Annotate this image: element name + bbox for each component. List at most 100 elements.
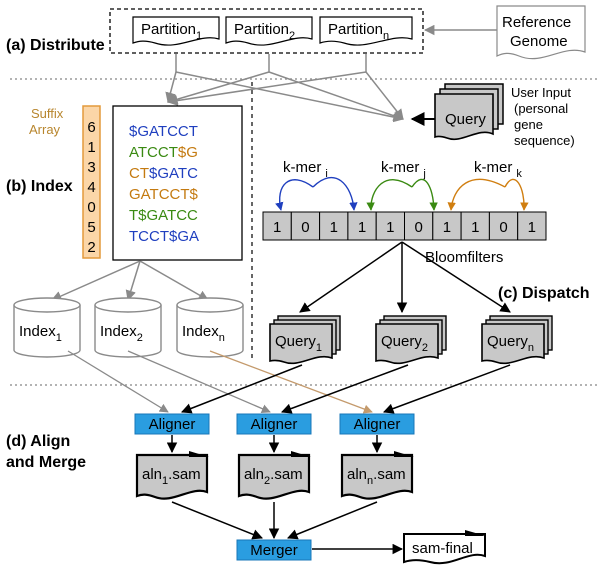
bloom-bit-cell [347, 211, 377, 241]
svg-text:sequence): sequence) [514, 133, 575, 148]
suffix-array-label-1: Suffix [31, 106, 64, 121]
index-cylinder: Indexn [176, 297, 244, 358]
stage-distribute-label: (a) Distribute [6, 37, 105, 54]
reference-genome: Reference Genome [496, 5, 586, 60]
svg-text:(personal: (personal [514, 101, 568, 116]
partition-2: Partition2 [225, 16, 313, 46]
bloom-bit-value: 1 [330, 219, 338, 236]
bloom-bit-value: 1 [273, 219, 281, 236]
bloom-bit-value: 1 [471, 219, 479, 236]
suffix-array-box [82, 105, 101, 259]
svg-text:Aligner: Aligner [354, 416, 401, 433]
partition-group-box [109, 8, 424, 54]
svg-text:aln1.sam: aln1.sam [142, 466, 201, 487]
svg-text:Queryn: Queryn [487, 333, 534, 354]
stage-merge-label: and Merge [6, 454, 86, 471]
alignment-file: alnn.sam [340, 451, 414, 500]
user-input-label: User Input (personal gene sequence) [511, 85, 575, 148]
bloom-bit-cell [375, 211, 406, 241]
bloom-filter-label: Bloomfilters [425, 249, 503, 266]
bloom-bit-value: 0 [301, 219, 309, 236]
svg-text:Partition1: Partition1 [141, 21, 202, 42]
suffix-row: $GATCCT [129, 123, 198, 140]
svg-text:aln2.sam: aln2.sam [244, 466, 303, 487]
alignment-file: aln2.sam [237, 451, 311, 500]
svg-text:Merger: Merger [250, 542, 298, 559]
svg-text:alnn.sam: alnn.sam [347, 466, 406, 487]
suffix-array-values: 6 1 3 4 0 5 2 [87, 119, 95, 256]
query-stack: Query [434, 83, 504, 141]
partition-1: Partition1 [132, 16, 220, 46]
svg-text:User Input: User Input [511, 85, 571, 100]
suffix-array-label-2: Array [29, 122, 61, 137]
bloom-bit-value: 1 [528, 219, 536, 236]
suffix-table-box [112, 105, 243, 261]
svg-text:Query: Query [445, 111, 486, 128]
suffix-row: T$GATCC [129, 207, 198, 224]
dispatch-arrows [299, 241, 511, 314]
svg-text:Aligner: Aligner [149, 416, 196, 433]
svg-text:Query2: Query2 [381, 333, 428, 354]
suffix-row: ATCCT$G [129, 144, 198, 161]
bloom-bit-value: 1 [386, 219, 394, 236]
svg-text:Genome: Genome [510, 33, 568, 50]
sam-final-file: sam-final [403, 530, 486, 565]
section-separators [10, 78, 597, 386]
suffix-array-value: 6 [87, 119, 95, 136]
suffix-array-value: 1 [87, 139, 95, 156]
bloom-bit-cell [488, 211, 519, 241]
aligners: Aligner Aligner Aligner [134, 413, 415, 454]
aligner-box: Aligner [134, 413, 210, 435]
alignment-file: aln1.sam [135, 451, 209, 500]
bloom-bit-value: 1 [358, 219, 366, 236]
bloom-bit-value: 0 [499, 219, 507, 236]
svg-text:Query1: Query1 [275, 333, 322, 354]
index-to-aligner-arrows [67, 350, 373, 414]
bloom-bit-cell [404, 211, 434, 241]
svg-text:Index2: Index2 [100, 323, 143, 344]
index-arrows [51, 260, 209, 302]
suffix-array-value: 4 [87, 179, 95, 196]
index-cylinder: Index1 [13, 297, 81, 358]
merger-box: Merger [236, 539, 312, 561]
index-cylinder: Index2 [94, 297, 162, 358]
svg-text:Reference: Reference [502, 14, 571, 31]
bloom-bit-cell [432, 211, 462, 241]
merge-arrows [171, 501, 404, 555]
suffix-row: TCCT$GA [129, 228, 199, 245]
stage-index-label: (b) Index [6, 178, 73, 195]
stage-dispatch-label: (c) Dispatch [498, 285, 590, 302]
alignment-files: aln1.sam aln2.sam alnn.sam [135, 451, 414, 500]
bloom-bit-value: 0 [414, 219, 422, 236]
svg-text:Indexn: Indexn [182, 323, 225, 344]
svg-text:Aligner: Aligner [251, 416, 298, 433]
suffix-rows: $GATCCTATCCT$GCT$GATCGATCCT$T$GATCCTCCT$… [129, 123, 199, 245]
svg-text:gene: gene [514, 117, 543, 132]
dispatched-query: Queryn [481, 315, 553, 365]
aligner-box: Aligner [339, 413, 415, 435]
suffix-row: GATCCT$ [129, 186, 199, 203]
dispatched-queries: Query1 Query2 Queryn [269, 315, 553, 365]
suffix-array-value: 3 [87, 159, 95, 176]
suffix-array-value: 0 [87, 199, 95, 216]
svg-text:sam-final: sam-final [412, 540, 473, 557]
svg-text:Partition2: Partition2 [234, 21, 295, 42]
svg-text:Partitionn: Partitionn [328, 21, 389, 42]
index-cylinders: Index1 Index2 Indexn [13, 297, 244, 358]
stage-align-label: (d) Align [6, 433, 70, 450]
bloom-bit-cell [262, 211, 292, 241]
bloom-bit-value: 1 [443, 219, 451, 236]
suffix-array-value: 5 [87, 219, 95, 236]
suffix-array-value: 2 [87, 239, 95, 256]
query-to-aligner-arrows [181, 364, 511, 414]
dispatched-query: Query1 [269, 315, 341, 365]
svg-text:Index1: Index1 [19, 323, 62, 344]
kmer-arcs [275, 176, 529, 211]
bloom-filter-bits: 1 0 1 1 1 0 1 1 0 1 [262, 211, 547, 241]
bloom-bit-cell [460, 211, 490, 241]
distribute-arrows [165, 54, 405, 123]
